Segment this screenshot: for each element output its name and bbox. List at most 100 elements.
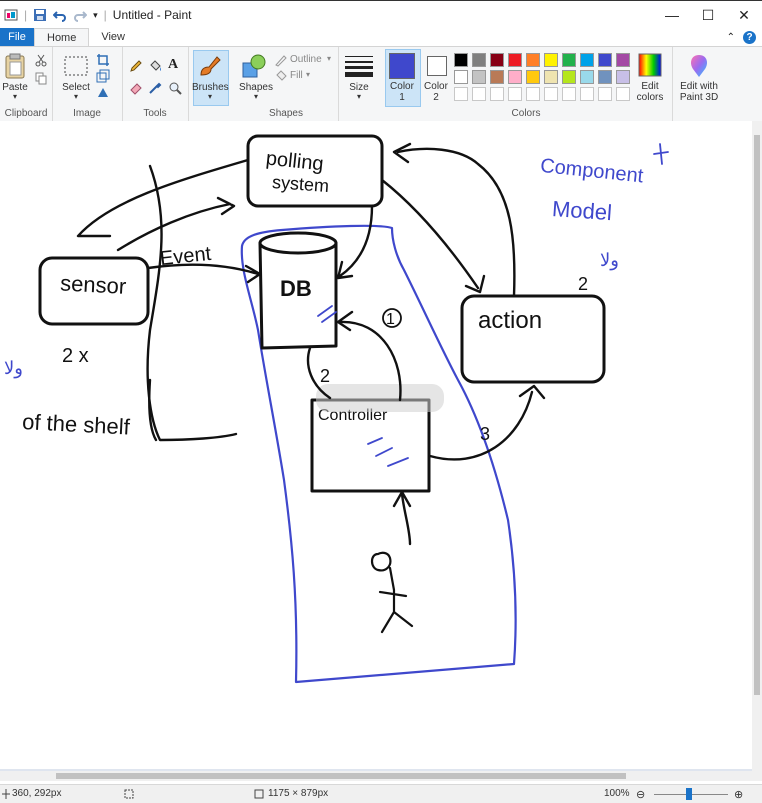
size-dropdown-icon[interactable]: ▾ bbox=[356, 92, 361, 101]
select-button[interactable]: Select bbox=[62, 82, 90, 93]
color-picker-icon[interactable] bbox=[148, 81, 162, 95]
size-icon[interactable] bbox=[345, 55, 373, 77]
paint3d-icon[interactable] bbox=[687, 53, 711, 79]
shapes-dropdown-icon[interactable]: ▾ bbox=[253, 92, 258, 101]
palette-custom-swatch[interactable] bbox=[454, 87, 468, 101]
fill-bucket-icon[interactable] bbox=[148, 59, 162, 73]
save-icon[interactable] bbox=[33, 8, 47, 22]
zoom-slider-thumb[interactable] bbox=[686, 788, 692, 800]
palette-custom-swatch[interactable] bbox=[616, 87, 630, 101]
select-icon[interactable] bbox=[63, 53, 89, 79]
outline-icon[interactable] bbox=[274, 53, 288, 67]
fill-icon[interactable] bbox=[274, 69, 288, 83]
paste-button[interactable]: Paste bbox=[2, 82, 28, 93]
palette-custom-swatch[interactable] bbox=[490, 87, 504, 101]
horizontal-scrollbar[interactable] bbox=[0, 771, 762, 781]
palette-custom-swatch[interactable] bbox=[508, 87, 522, 101]
palette-swatch[interactable] bbox=[598, 53, 612, 67]
fill-dropdown-icon[interactable]: ▾ bbox=[306, 70, 311, 79]
palette-swatch[interactable] bbox=[490, 53, 504, 67]
palette-swatch[interactable] bbox=[508, 70, 522, 84]
separator: | bbox=[103, 8, 107, 22]
crop-icon[interactable] bbox=[96, 53, 110, 67]
palette-swatch[interactable] bbox=[598, 70, 612, 84]
tab-view[interactable]: View bbox=[101, 31, 125, 43]
copy-icon[interactable] bbox=[34, 71, 48, 85]
palette-swatch[interactable] bbox=[454, 53, 468, 67]
palette-swatch[interactable] bbox=[490, 70, 504, 84]
undo-icon[interactable] bbox=[53, 8, 67, 22]
brushes-group: Brushes ▾ bbox=[188, 47, 234, 121]
palette-custom-swatch[interactable] bbox=[598, 87, 612, 101]
palette-swatch[interactable] bbox=[526, 53, 540, 67]
redo-icon[interactable] bbox=[73, 8, 88, 22]
arrow-user-to-controller bbox=[392, 490, 412, 546]
horizontal-scroll-thumb[interactable] bbox=[56, 773, 626, 779]
brushes-dropdown-icon[interactable]: ▾ bbox=[207, 92, 212, 101]
tab-file[interactable]: File bbox=[0, 28, 34, 46]
zoom-in-button[interactable]: ⊕ bbox=[734, 789, 744, 801]
palette-custom-swatch[interactable] bbox=[544, 87, 558, 101]
brushes-label: Brushes bbox=[192, 82, 229, 93]
palette-swatch[interactable] bbox=[472, 70, 486, 84]
move-cursor-overlay bbox=[316, 384, 444, 412]
paste-dropdown-icon[interactable]: ▾ bbox=[12, 92, 17, 101]
palette-swatch[interactable] bbox=[562, 53, 576, 67]
close-button[interactable]: ✕ bbox=[738, 6, 750, 23]
palette-swatch[interactable] bbox=[580, 70, 594, 84]
palette-custom-swatch[interactable] bbox=[580, 87, 594, 101]
palette-custom-swatch[interactable] bbox=[472, 87, 486, 101]
selection-size-icon bbox=[124, 789, 134, 799]
select-dropdown-icon[interactable]: ▾ bbox=[73, 92, 78, 101]
palette-swatch[interactable] bbox=[544, 70, 558, 84]
help-icon[interactable]: ? bbox=[743, 30, 756, 44]
customize-quick-access-icon[interactable]: ▾ bbox=[93, 9, 98, 20]
outline-dropdown-icon[interactable]: ▾ bbox=[327, 54, 332, 63]
collapse-ribbon-icon[interactable]: ⌃ bbox=[726, 31, 735, 43]
tab-home[interactable]: Home bbox=[34, 28, 90, 46]
maximize-button[interactable]: ☐ bbox=[701, 6, 715, 23]
fill-button[interactable]: Fill bbox=[290, 70, 303, 81]
brush-icon[interactable] bbox=[197, 53, 223, 79]
shapes-icon[interactable] bbox=[241, 53, 267, 79]
edit-colors-icon[interactable] bbox=[638, 53, 662, 77]
db-cylinder-body bbox=[258, 241, 338, 350]
palette-swatch[interactable] bbox=[616, 53, 630, 67]
palette-swatch[interactable] bbox=[544, 53, 558, 67]
paste-icon[interactable] bbox=[4, 53, 26, 79]
edit-with-paint3d-button[interactable]: Edit with Paint 3D bbox=[679, 81, 719, 103]
text-tool-icon[interactable]: A bbox=[168, 57, 179, 72]
drawing-canvas[interactable]: polling system sensor DB action Controll… bbox=[0, 121, 752, 769]
cut-icon[interactable] bbox=[34, 53, 48, 67]
palette-custom-swatch[interactable] bbox=[526, 87, 540, 101]
shapes-button[interactable]: Shapes bbox=[239, 82, 273, 93]
vertical-scroll-thumb[interactable] bbox=[754, 135, 760, 695]
resize-icon[interactable] bbox=[96, 69, 110, 83]
magnifier-icon[interactable] bbox=[168, 81, 182, 95]
action-box bbox=[460, 294, 606, 384]
outline-button[interactable]: Outline bbox=[290, 54, 322, 65]
eraser-icon[interactable] bbox=[129, 81, 143, 95]
palette-swatch[interactable] bbox=[526, 70, 540, 84]
edit-colors-button[interactable]: Edit colors bbox=[636, 81, 664, 103]
palette-custom-swatch[interactable] bbox=[562, 87, 576, 101]
user-stick-figure bbox=[370, 551, 414, 634]
paint3d-group: Edit with Paint 3D bbox=[672, 47, 725, 121]
palette-swatch[interactable] bbox=[454, 70, 468, 84]
zoom-out-button[interactable]: ⊖ bbox=[636, 789, 646, 801]
component-t-mark bbox=[653, 143, 669, 165]
rotate-icon[interactable] bbox=[96, 85, 110, 99]
drawing-svg: polling system sensor DB action Controll… bbox=[4, 134, 669, 684]
palette-swatch[interactable] bbox=[580, 53, 594, 67]
palette-swatch[interactable] bbox=[616, 70, 630, 84]
palette-swatch[interactable] bbox=[472, 53, 486, 67]
minimize-button[interactable]: — bbox=[665, 7, 679, 23]
vertical-scrollbar[interactable] bbox=[752, 121, 762, 771]
pencil-icon[interactable] bbox=[129, 59, 143, 73]
color2-label[interactable]: Color 2 bbox=[424, 81, 448, 103]
brushes-button[interactable] bbox=[193, 50, 229, 106]
db-blue-marks bbox=[317, 305, 337, 323]
color2-swatch[interactable] bbox=[427, 56, 447, 76]
palette-swatch[interactable] bbox=[508, 53, 522, 67]
palette-swatch[interactable] bbox=[562, 70, 576, 84]
